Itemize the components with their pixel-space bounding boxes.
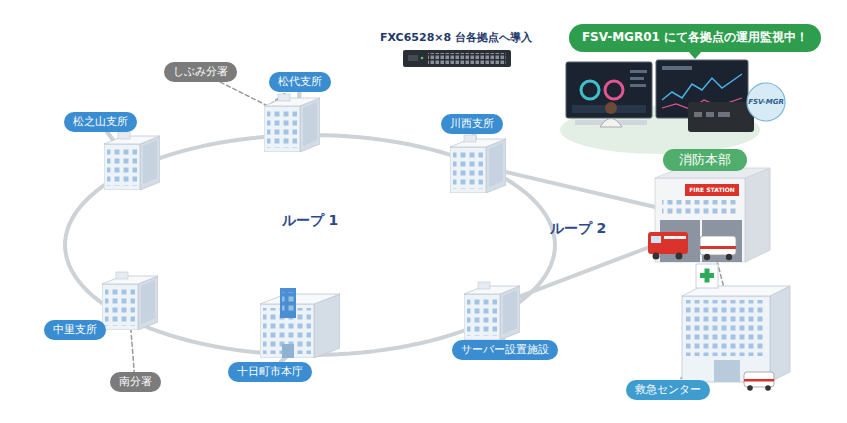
sign-text: FIRE STATION (689, 186, 735, 193)
monitoring-room-part (605, 102, 617, 114)
site-building-part (450, 135, 506, 193)
fire-station-part (676, 253, 683, 260)
node-text: 南分署 (119, 375, 152, 389)
fire-station-part (745, 168, 770, 262)
site-label: 川西支所 (441, 114, 503, 134)
monitoring-room-part (747, 83, 785, 121)
site-label: 中里支所 (44, 320, 106, 340)
loop-label: ループ 2 (550, 220, 607, 237)
site-building (102, 94, 520, 358)
node-text: 救急センター (635, 383, 701, 397)
fire-station-part (653, 253, 660, 260)
fire-station-part (651, 236, 661, 243)
hospital-part (744, 379, 774, 382)
node-text: 松代支所 (278, 75, 322, 89)
monitoring-room-part (600, 119, 622, 128)
switch-device-part (421, 57, 424, 60)
hospital-part (770, 286, 790, 382)
fire-station-part (726, 254, 732, 260)
fire-station (648, 168, 770, 262)
node-text: 十日町市本庁 (237, 365, 303, 379)
site-building-part (102, 272, 158, 330)
hospital-part (682, 296, 770, 382)
monitoring-room-part (718, 112, 730, 117)
node-text: 中里支所 (53, 323, 97, 337)
center-label: 救急センター (626, 380, 710, 400)
monitoring-room-part (630, 77, 644, 80)
branch-label: 南分署 (110, 372, 161, 392)
site-label: 松代支所 (269, 72, 331, 92)
fire-station-part (685, 184, 739, 196)
fire-station-part (662, 200, 738, 214)
monitoring-room-part (706, 112, 714, 117)
monitoring-room-part (688, 102, 754, 132)
node-text: しぶみ分署 (173, 65, 228, 79)
monitoring-room-part (630, 84, 646, 87)
logo-text: FSV-MGR (748, 98, 784, 106)
site-label: 松之山支所 (64, 112, 137, 132)
switch-device-part (428, 53, 506, 64)
node-text: 川西支所 (450, 117, 494, 131)
fire-station-part (700, 236, 736, 255)
loop-label: ループ 1 (282, 212, 339, 229)
hospital (682, 264, 790, 391)
node-text: サーバー設置施設 (461, 343, 549, 357)
monitoring-room-part (694, 112, 702, 117)
node-text: 松之山支所 (73, 115, 128, 129)
node-text: 消防本部 (679, 152, 731, 169)
hq-label: 消防本部 (663, 149, 747, 172)
hospital-part (705, 269, 710, 283)
switch-device-part (403, 50, 511, 67)
fire-station-part (648, 232, 688, 254)
monitoring-room (560, 60, 785, 154)
site-building-part (260, 288, 340, 358)
site-label: 十日町市本庁 (228, 362, 312, 382)
fire-station-part (704, 254, 710, 260)
hospital-part (696, 264, 718, 288)
callout-bubble: FSV-MGR01 にて各拠点の運用監視中！ (569, 24, 821, 52)
site-label: サーバー設置施設 (452, 340, 558, 360)
node-text: FSV-MGR01 にて各拠点の運用監視中！ (582, 30, 808, 46)
monitoring-room-part (566, 62, 652, 118)
site-building-part (264, 94, 320, 152)
monitoring-room-part (630, 70, 647, 73)
fire-station-part (664, 236, 686, 239)
device-note: FXC6528×8 台各拠点へ導入 (380, 31, 532, 44)
monitoring-room-part (662, 74, 742, 100)
switch-device (403, 50, 511, 67)
hospital-part (714, 360, 740, 382)
hospital-part (686, 300, 766, 356)
monitoring-room-part (605, 81, 623, 99)
switch-device-part (408, 55, 418, 61)
hospital-part (747, 385, 753, 391)
hospital-part (765, 385, 771, 391)
site-building-part (104, 132, 160, 190)
monitoring-room-part (662, 66, 692, 70)
site-building-part (464, 282, 520, 340)
monitoring-room-part (581, 81, 599, 99)
callout-tail (688, 51, 702, 59)
branch-label: しぶみ分署 (164, 62, 237, 82)
hospital-part (744, 372, 774, 387)
fire-station-part (700, 246, 736, 249)
